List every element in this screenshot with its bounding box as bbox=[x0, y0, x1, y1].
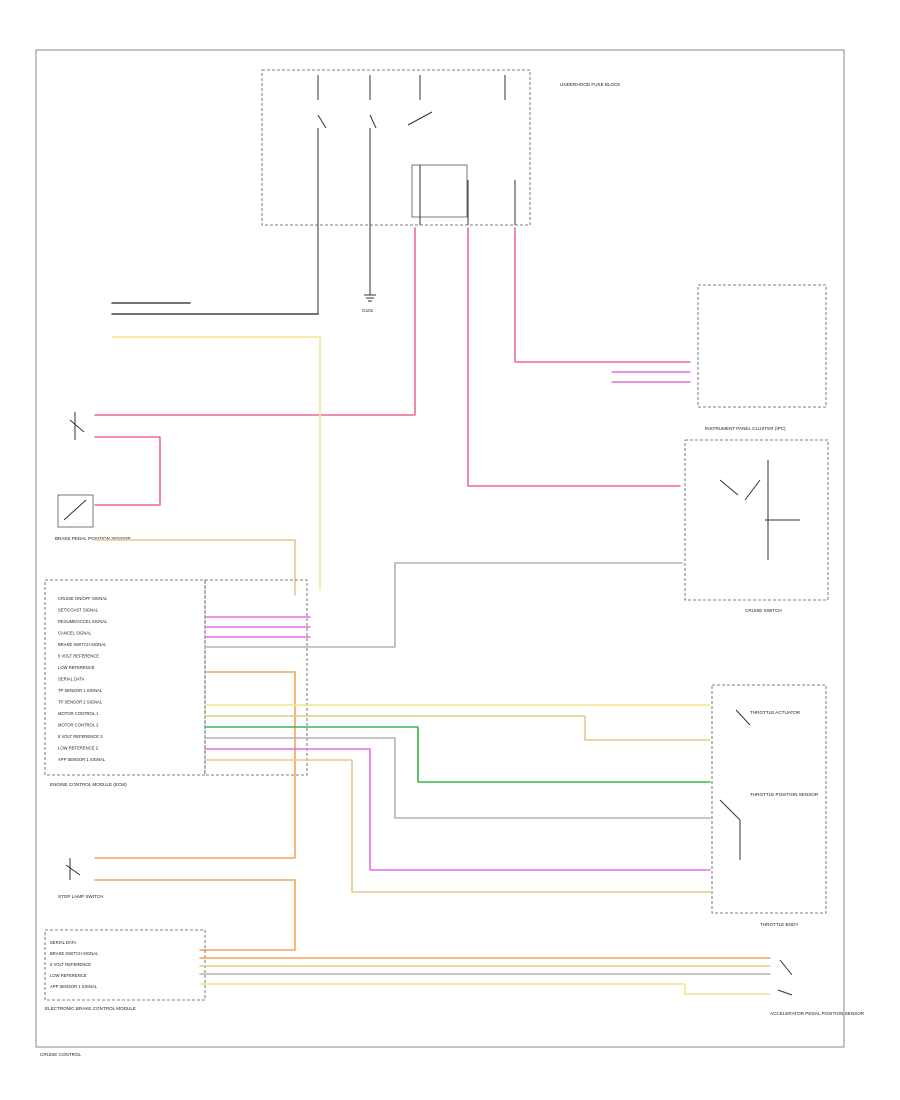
cruise-switch: CRUISE SWITCH bbox=[684, 439, 829, 613]
throttle-actuator-label: THROTTLE ACTUATOR bbox=[750, 710, 801, 715]
ground-icon bbox=[364, 294, 376, 302]
wire-green-tp bbox=[204, 726, 711, 783]
ecm-pin-12: 5 VOLT REFERENCE 2 bbox=[58, 734, 103, 739]
accel-pedal-label: ACCELERATOR PEDAL POSITION SENSOR bbox=[770, 1011, 865, 1016]
ecm-pin-list: CRUISE ON/OFF SIGNAL SET/COAST SIGNAL RESU… bbox=[58, 596, 108, 762]
wire-ecm-grey-loop bbox=[204, 562, 683, 648]
wire-orange-ecm bbox=[94, 671, 296, 859]
cluster-label: INSTRUMENT PANEL CLUSTER (IPC) bbox=[705, 426, 786, 431]
module-pin-1: BRAKE SWITCH SIGNAL bbox=[50, 951, 99, 956]
electronic-module-label: ELECTRONIC BRAKE CONTROL MODULE bbox=[45, 1006, 136, 1011]
stop-lamp-label: STOP LAMP SWITCH bbox=[58, 894, 103, 899]
wire-red-cruise bbox=[467, 227, 681, 487]
instrument-cluster: INSTRUMENT PANEL CLUSTER (IPC) bbox=[697, 284, 827, 431]
brake-sensor: BRAKE PEDAL POSITION SENSOR bbox=[55, 412, 131, 541]
module-pin-4: APP SENSOR 1 SIGNAL bbox=[50, 984, 98, 989]
ecm-pin-10: MOTOR CONTROL 1 bbox=[58, 711, 99, 716]
ecm-pin-8: TP SENSOR 1 SIGNAL bbox=[58, 688, 103, 693]
wire-red-brake bbox=[94, 227, 416, 416]
ecm-pin-11: MOTOR CONTROL 2 bbox=[58, 723, 99, 728]
diagram-frame bbox=[35, 49, 845, 1048]
module-pin-list: SERIAL DATA BRAKE SWITCH SIGNAL 5 VOLT REF… bbox=[50, 940, 99, 989]
module-pin-0: SERIAL DATA bbox=[50, 940, 77, 945]
ecm-pin-4: BRAKE SWITCH SIGNAL bbox=[58, 642, 107, 647]
stop-lamp-switch: STOP LAMP SWITCH bbox=[58, 858, 103, 899]
wire-lower-yellow bbox=[199, 983, 771, 995]
cruise-switch-label: CRUISE SWITCH bbox=[745, 608, 782, 613]
ecm-pin-7: SERIAL DATA bbox=[58, 677, 85, 682]
module-pin-3: LOW REFERENCE bbox=[50, 973, 87, 978]
ecm-pin-13: LOW REFERENCE 2 bbox=[58, 746, 99, 751]
ground-label: G101 bbox=[362, 308, 374, 313]
fuse-block: UNDERHOOD FUSE BLOCK bbox=[261, 69, 621, 226]
wire-grey-tp bbox=[204, 737, 711, 819]
ecm-pin-6: LOW REFERENCE bbox=[58, 665, 95, 670]
fuse-block-label: UNDERHOOD FUSE BLOCK bbox=[560, 82, 621, 87]
tp-sensor-label: THROTTLE POSITION SENSOR bbox=[750, 792, 819, 797]
wire-tan-tp bbox=[204, 759, 711, 893]
wire-pink-tp bbox=[204, 748, 711, 871]
wire-yellow-feed bbox=[111, 336, 321, 591]
brake-sensor-label: BRAKE PEDAL POSITION SENSOR bbox=[55, 536, 131, 541]
wire-red-brake-2 bbox=[94, 436, 161, 506]
ecm-pin-1: SET/COAST SIGNAL bbox=[58, 608, 99, 613]
ecm-pin-0: CRUISE ON/OFF SIGNAL bbox=[58, 596, 108, 601]
wire-orange-module bbox=[94, 879, 296, 951]
ecm-label: ENGINE CONTROL MODULE (ECM) bbox=[50, 782, 127, 787]
module-pin-2: 5 VOLT REFERENCE bbox=[50, 962, 91, 967]
throttle-body-label: THROTTLE BODY bbox=[760, 922, 799, 927]
wire-tan-tac2 bbox=[204, 715, 711, 741]
throttle-body: THROTTLE ACTUATOR THROTTLE POSITION SENS… bbox=[711, 684, 827, 927]
ecm-pin-9: TP SENSOR 2 SIGNAL bbox=[58, 700, 103, 705]
wire-red-cluster bbox=[514, 227, 691, 363]
ecm-pin-2: RESUME/ACCEL SIGNAL bbox=[58, 619, 108, 624]
ecm-pin-3: CANCEL SIGNAL bbox=[58, 631, 92, 636]
ecm-pin-14: APP SENSOR 1 SIGNAL bbox=[58, 757, 106, 762]
wire-tan-sensor bbox=[94, 539, 296, 596]
ecm-pin-5: 5 VOLT REFERENCE bbox=[58, 654, 99, 659]
footer-label: CRUISE CONTROL bbox=[40, 1052, 82, 1057]
accelerator-pedal: ACCELERATOR PEDAL POSITION SENSOR bbox=[770, 959, 865, 1016]
electronic-module: ELECTRONIC BRAKE CONTROL MODULE bbox=[44, 929, 206, 1011]
